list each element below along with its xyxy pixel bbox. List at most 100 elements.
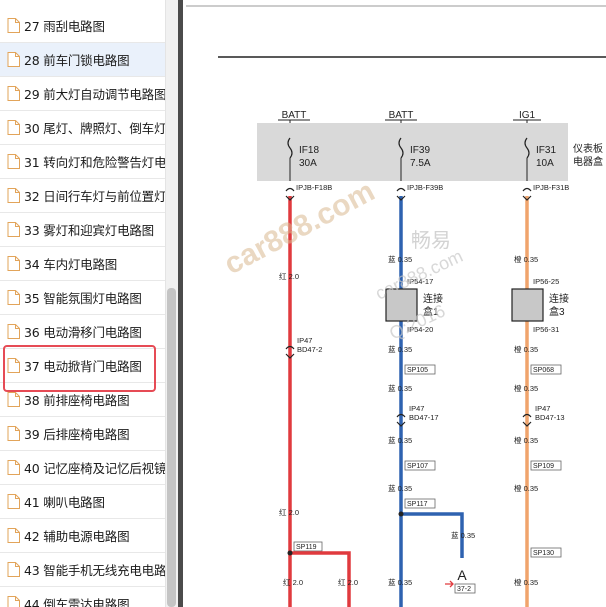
sidebar-item-label: 41 喇叭电路图 [24, 495, 105, 510]
inline-connector-label: IP47 [297, 336, 312, 345]
continuation-letter: A [457, 567, 467, 583]
wire-spec: 橙 0.35 [514, 383, 538, 393]
splice-label: SP130 [533, 550, 554, 557]
wire-spec: 蓝 0.35 [388, 254, 412, 264]
document-icon [7, 596, 20, 607]
document-icon [7, 188, 20, 203]
wire-spec: 橙 0.35 [514, 435, 538, 445]
pane-splitter[interactable] [178, 0, 183, 607]
splice-label: SP109 [533, 463, 554, 470]
document-icon [7, 426, 20, 441]
junction-box-3 [511, 288, 544, 322]
wire-spec: 红 2.0 [279, 271, 299, 281]
page-ref-arrow-icon [445, 580, 454, 588]
sidebar-item-label: 37 电动掀背门电路图 [24, 359, 142, 374]
document-icon [7, 52, 20, 67]
sidebar-item-label: 36 电动滑移门电路图 [24, 325, 142, 340]
sidebar-item[interactable]: 34 车内灯电路图 [0, 247, 165, 281]
sidebar-item[interactable]: 29 前大灯自动调节电路图 [0, 77, 165, 111]
sidebar-item-label: 38 前排座椅电路图 [24, 393, 130, 408]
sidebar-item-label: 43 智能手机无线充电电路图 [24, 563, 165, 578]
wire-spec: 蓝 0.35 [451, 530, 475, 540]
inline-connector-label: IP47 [535, 404, 550, 413]
inline-connector-label: BD47-2 [297, 345, 322, 354]
junction-box-label: 连接 [549, 292, 569, 305]
fuse-icon [524, 137, 530, 159]
document-icon [7, 494, 20, 509]
splice-label: SP117 [407, 501, 428, 508]
document-icon [7, 256, 20, 271]
connector-label: IPJB-F39B [407, 183, 443, 192]
sidebar-item-label: 44 倒车雷达电路图 [24, 597, 130, 607]
junction-box-label: 盒3 [549, 305, 565, 318]
splice-node [398, 511, 404, 517]
junction-pin: IP54-20 [407, 325, 433, 334]
sidebar-item-label: 42 辅助电源电路图 [24, 529, 130, 544]
sidebar-item[interactable]: 27 雨刮电路图 [0, 9, 165, 43]
sidebar-item-label: 30 尾灯、牌照灯、倒车灯电路图 [24, 121, 165, 136]
sidebar-item[interactable]: 40 记忆座椅及记忆后视镜电路图 [0, 451, 165, 485]
splice-tag [530, 364, 562, 375]
wire-spec: 蓝 0.35 [388, 577, 412, 587]
splice-label: SP068 [533, 367, 554, 374]
document-icon [7, 460, 20, 475]
scrollbar-thumb[interactable] [167, 288, 176, 607]
wire-spec: 红 2.0 [283, 577, 303, 587]
wiring-diagram: BATT BATT IG1 仪表板 电器盒 IF18 30A IF39 7.5A… [186, 5, 606, 607]
fuse-icon [398, 137, 404, 159]
connector-icon [396, 187, 406, 192]
sidebar-item[interactable]: 41 喇叭电路图 [0, 485, 165, 519]
sidebar-item-label: 39 后排座椅电路图 [24, 427, 130, 442]
splice-tag [530, 460, 562, 471]
sidebar-item[interactable]: 43 智能手机无线充电电路图 [0, 553, 165, 587]
fuse-icon [287, 137, 293, 159]
fuse-id: IF31 [536, 145, 556, 156]
junction-box-1 [385, 288, 418, 322]
document-icon [7, 120, 20, 135]
sidebar-item[interactable]: 44 倒车雷达电路图 [0, 587, 165, 607]
sidebar-item[interactable]: 32 日间行车灯与前位置灯电路图 [0, 179, 165, 213]
sidebar-item[interactable]: 31 转向灯和危险警告灯电路图 [0, 145, 165, 179]
wire-spec: 橙 0.35 [514, 254, 538, 264]
sidebar-item[interactable]: 30 尾灯、牌照灯、倒车灯电路图 [0, 111, 165, 145]
document-icon [7, 222, 20, 237]
sidebar-item-label: 35 智能氛围灯电路图 [24, 291, 142, 306]
power-label: BATT [389, 110, 414, 121]
sidebar-item[interactable]: 39 后排座椅电路图 [0, 417, 165, 451]
sidebar-item[interactable]: 38 前排座椅电路图 [0, 383, 165, 417]
fuse-rating: 7.5A [410, 158, 431, 169]
junction-pin: IP56-25 [533, 277, 559, 286]
watermark: car888.com [372, 246, 466, 304]
wire-spec: 橙 0.35 [514, 483, 538, 493]
document-icon [7, 18, 20, 33]
sidebar-item[interactable]: 28 前车门锁电路图 [0, 43, 165, 77]
document-icon [7, 86, 20, 101]
sidebar-item-label: 27 雨刮电路图 [24, 19, 105, 34]
wire-spec: 蓝 0.35 [388, 383, 412, 393]
sidebar-item[interactable]: 33 雾灯和迎宾灯电路图 [0, 213, 165, 247]
document-icon [7, 154, 20, 169]
wire-spec: 蓝 0.35 [388, 483, 412, 493]
connector-label: IPJB-F18B [296, 183, 332, 192]
document-icon [7, 392, 20, 407]
page-ref-label: 37-2 [457, 586, 471, 593]
document-viewer: BATT BATT IG1 仪表板 电器盒 IF18 30A IF39 7.5A… [183, 0, 606, 607]
page-ref-tag[interactable] [454, 583, 476, 594]
fuse-id: IF39 [410, 145, 430, 156]
connector-icon [522, 187, 532, 192]
splice-tag [293, 541, 323, 552]
sidebar-item[interactable]: 42 辅助电源电路图 [0, 519, 165, 553]
sidebar-item[interactable]: 36 电动滑移门电路图 [0, 315, 165, 349]
fuse-rating: 10A [536, 158, 554, 169]
watermark: 畅易 [411, 229, 451, 252]
sidebar-item[interactable]: 35 智能氛围灯电路图 [0, 281, 165, 315]
sidebar-nav: 27 雨刮电路图 28 前车门锁电路图 29 前大灯自动调节电路图 30 尾灯、… [0, 0, 178, 607]
sidebar-item-label: 32 日间行车灯与前位置灯电路图 [24, 189, 165, 204]
splice-label: SP107 [407, 463, 428, 470]
document-icon [7, 562, 20, 577]
connector-icon [396, 413, 406, 418]
sidebar-item[interactable]: 37 电动掀背门电路图 [0, 349, 165, 383]
junction-pin: IP56-31 [533, 325, 559, 334]
inline-connector-label: IP47 [409, 404, 424, 413]
sidebar-item-label: 29 前大灯自动调节电路图 [24, 87, 165, 102]
